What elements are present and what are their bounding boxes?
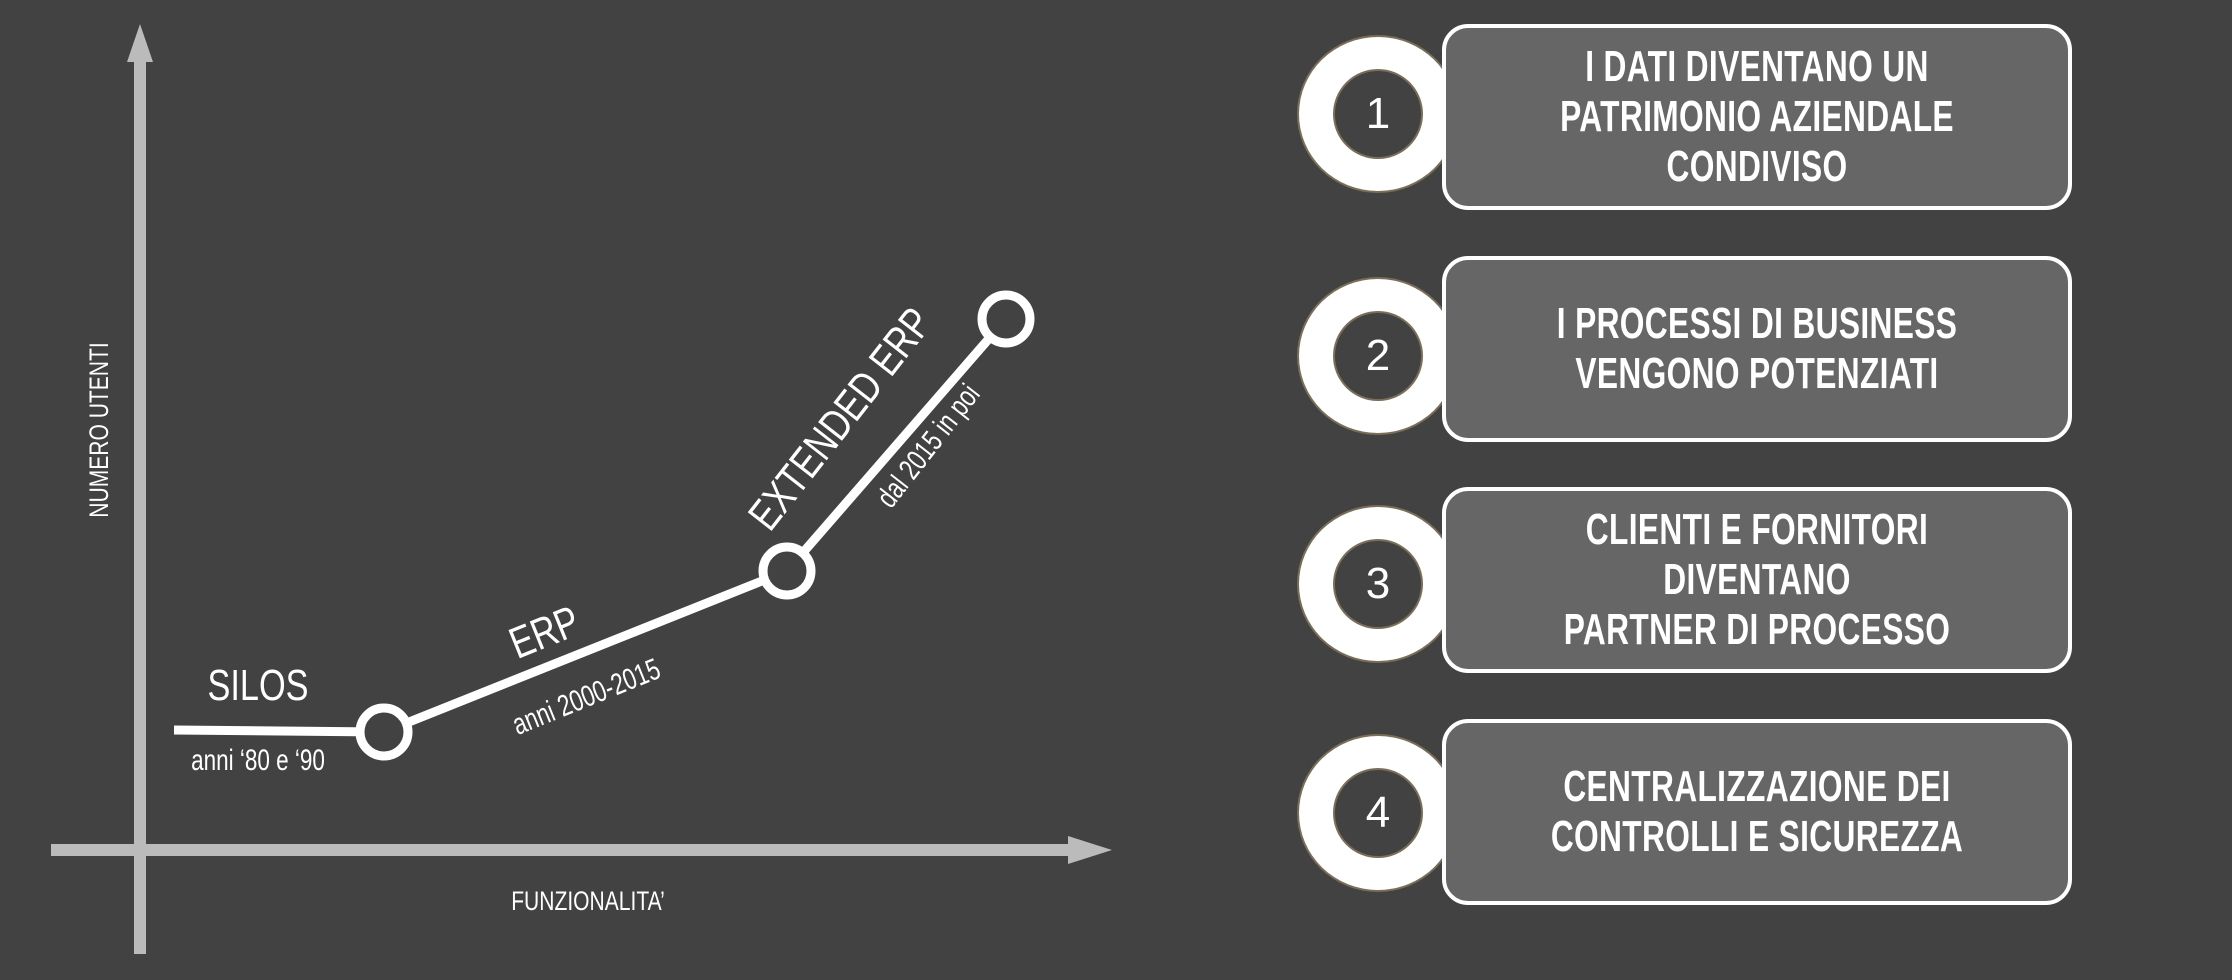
stage-node-extended-end [977, 290, 1035, 348]
stage-node-erp-end [758, 542, 816, 600]
erp-evolution-diagram: NUMERO UTENTI FUNZIONALITA’ SILOS anni ‘… [51, 24, 1112, 954]
benefit-text: I DATI DIVENTANO UN PATRIMONIO AZIENDALE… [1560, 42, 1954, 191]
x-axis-label: FUNZIONALITA’ [511, 887, 665, 917]
number-badge: 1 [1297, 35, 1459, 193]
number-badge: 4 [1297, 734, 1459, 892]
benefit-box: CENTRALIZZAZIONE DEI CONTROLLI E SICUREZ… [1442, 719, 2072, 905]
evolution-line [173, 316, 1010, 737]
benefit-text: CENTRALIZZAZIONE DEI CONTROLLI E SICUREZ… [1550, 762, 1964, 861]
benefit-box: I DATI DIVENTANO UN PATRIMONIO AZIENDALE… [1442, 24, 2072, 210]
stage-period-erp: anni 2000-2015 [507, 652, 665, 742]
number-badge-value: 2 [1333, 311, 1423, 401]
number-badge-value: 4 [1333, 768, 1423, 858]
x-axis-arrowhead [1068, 836, 1112, 864]
number-badge-value: 1 [1333, 69, 1423, 159]
number-badge: 2 [1297, 277, 1459, 435]
x-axis [51, 844, 1071, 856]
y-axis-label: NUMERO UTENTI [85, 342, 115, 517]
y-axis [134, 50, 146, 954]
stage-node-silos-end [355, 703, 413, 761]
number-badge: 3 [1297, 505, 1459, 663]
benefit-text: I PROCESSI DI BUSINESS VENGONO POTENZIAT… [1556, 299, 1958, 398]
benefit-box: I PROCESSI DI BUSINESS VENGONO POTENZIAT… [1442, 256, 2072, 442]
stage-name-silos: SILOS [207, 661, 308, 710]
benefit-text: CLIENTI E FORNITORI DIVENTANO PARTNER DI… [1563, 505, 1951, 654]
number-badge-value: 3 [1333, 539, 1423, 629]
stage-period-silos: anni ‘80 e ‘90 [191, 743, 325, 777]
benefit-box: CLIENTI E FORNITORI DIVENTANO PARTNER DI… [1442, 487, 2072, 673]
y-axis-arrowhead [127, 24, 153, 62]
